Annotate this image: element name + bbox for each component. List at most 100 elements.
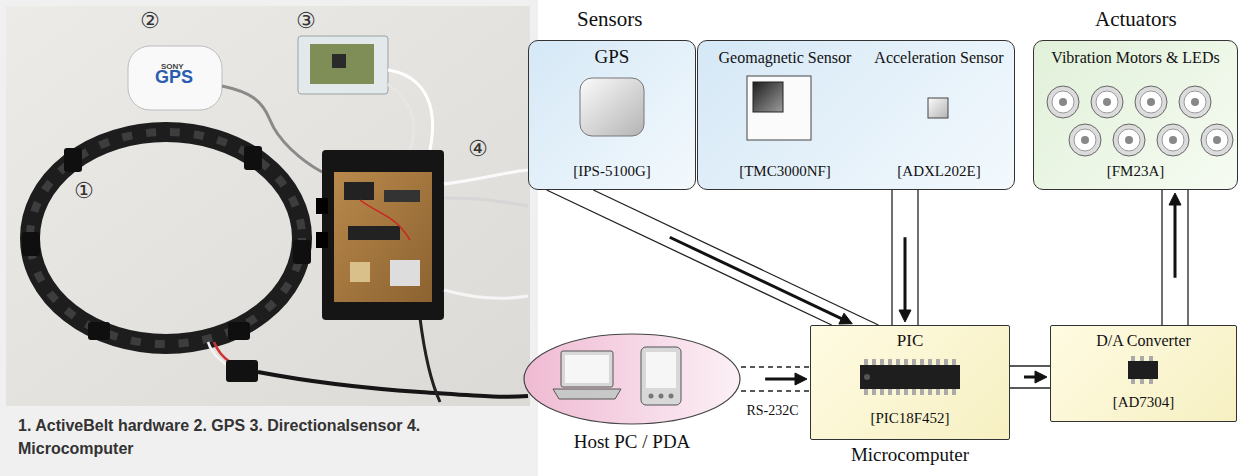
- icon-part: [1162, 129, 1184, 151]
- icon-part: [880, 359, 884, 365]
- icon-part: [1091, 86, 1123, 118]
- icon-part: [1047, 86, 1079, 118]
- cable: [420, 318, 440, 402]
- gps-receiver: [128, 46, 222, 110]
- icon-part: [1059, 98, 1067, 106]
- icon-part: [1184, 91, 1206, 113]
- wire: [388, 70, 433, 150]
- icon-part: [904, 359, 908, 365]
- icon-part: [659, 394, 664, 399]
- icon-part: [912, 389, 916, 395]
- box-label: GPS: [595, 46, 630, 69]
- signal-bus: [1010, 366, 1050, 388]
- board-part: [390, 260, 420, 286]
- photo-ground: [6, 6, 530, 406]
- sensor-case: [298, 36, 388, 94]
- bus-line: [1010, 365, 1050, 366]
- belt-motor: [293, 240, 311, 264]
- icon-part: [936, 359, 940, 365]
- icon-part: [864, 389, 868, 395]
- bus-line: [593, 190, 878, 325]
- icon-part: [1213, 136, 1221, 144]
- wire: [444, 170, 528, 184]
- belt-texture: [30, 132, 302, 344]
- photo-panel: [0, 0, 538, 476]
- icon-part: [1157, 124, 1189, 156]
- icon-part: [944, 359, 948, 365]
- board-part: [344, 182, 374, 200]
- icon-part: [553, 389, 621, 399]
- icon-part: [1179, 86, 1211, 118]
- bus-line: [1187, 190, 1188, 325]
- icon-part: [1191, 98, 1199, 106]
- figure-caption: 1. ActiveBelt hardware 2. GPS 3. Directi…: [18, 414, 508, 460]
- cable: [258, 372, 528, 397]
- icon-part: [1149, 379, 1153, 384]
- signal-bus: [1162, 190, 1188, 325]
- icon-part: [1125, 136, 1133, 144]
- belt-motor: [88, 322, 110, 340]
- icon-part: [912, 359, 916, 365]
- icon-part: [1096, 91, 1118, 113]
- icon-part: [1074, 129, 1096, 151]
- icon-part: [1113, 124, 1145, 156]
- gps-box: GPS [IPS-5100G]: [528, 40, 696, 190]
- bus-line: [891, 190, 892, 325]
- bus-line: [741, 390, 810, 391]
- arrow-head: [1035, 371, 1047, 383]
- icon-part: [888, 359, 892, 365]
- callout-number: ①: [74, 178, 94, 204]
- bus-line: [917, 190, 918, 325]
- icon-part: [1169, 136, 1177, 144]
- icon-part: [1135, 86, 1167, 118]
- wire: [388, 84, 414, 150]
- icon-part: [1206, 129, 1228, 151]
- switch: [316, 198, 328, 214]
- icon-part: [944, 389, 948, 395]
- ellipse-shape: [524, 334, 740, 424]
- box-label: [IPS-5100G]: [573, 162, 651, 180]
- board-part: [384, 190, 420, 202]
- box-label: [FM23A]: [1107, 162, 1165, 180]
- icon-part: [565, 355, 609, 383]
- connector-label: RS-232C: [744, 403, 800, 420]
- actuator-box: Vibration Motors & LEDs[FM23A]: [1033, 40, 1238, 190]
- icon-part: [1149, 356, 1153, 361]
- cable: [214, 342, 230, 362]
- switch: [316, 232, 328, 248]
- icon-part: [920, 389, 924, 395]
- icon-part: [952, 359, 956, 365]
- icon-part: [936, 389, 940, 395]
- icon-part: [880, 389, 884, 395]
- wire: [444, 198, 528, 206]
- arrow-shaft: [1174, 205, 1177, 278]
- icon-part: [649, 394, 654, 399]
- icon-part: [928, 98, 948, 118]
- box-label: [AD7304]: [1113, 393, 1175, 411]
- connector: [226, 360, 258, 382]
- box-label: Acceleration Sensor: [874, 48, 1003, 67]
- belt-motor: [244, 146, 262, 170]
- icon-part: [952, 389, 956, 395]
- signal-bus: [547, 190, 879, 325]
- icon-part: [1103, 98, 1111, 106]
- icon-part: [896, 359, 900, 365]
- arrow-shaft: [765, 378, 795, 381]
- box-label: D/A Converter: [1096, 331, 1191, 350]
- icon-part: [904, 389, 908, 395]
- icon-part: [920, 359, 924, 365]
- icon-part: [864, 374, 870, 380]
- wire: [360, 200, 410, 240]
- icon-part: [928, 359, 932, 365]
- ellipse-outline: [523, 333, 741, 425]
- signal-bus: [741, 367, 810, 391]
- icon-part: [1140, 379, 1144, 384]
- icon-part: [1140, 91, 1162, 113]
- icon-part: [928, 389, 932, 395]
- belt: [30, 132, 302, 344]
- device-marking: GPS: [155, 67, 193, 89]
- board-part: [348, 226, 400, 240]
- callout-number: ④: [468, 136, 488, 162]
- icon-part: [1052, 91, 1074, 113]
- wire: [444, 290, 528, 298]
